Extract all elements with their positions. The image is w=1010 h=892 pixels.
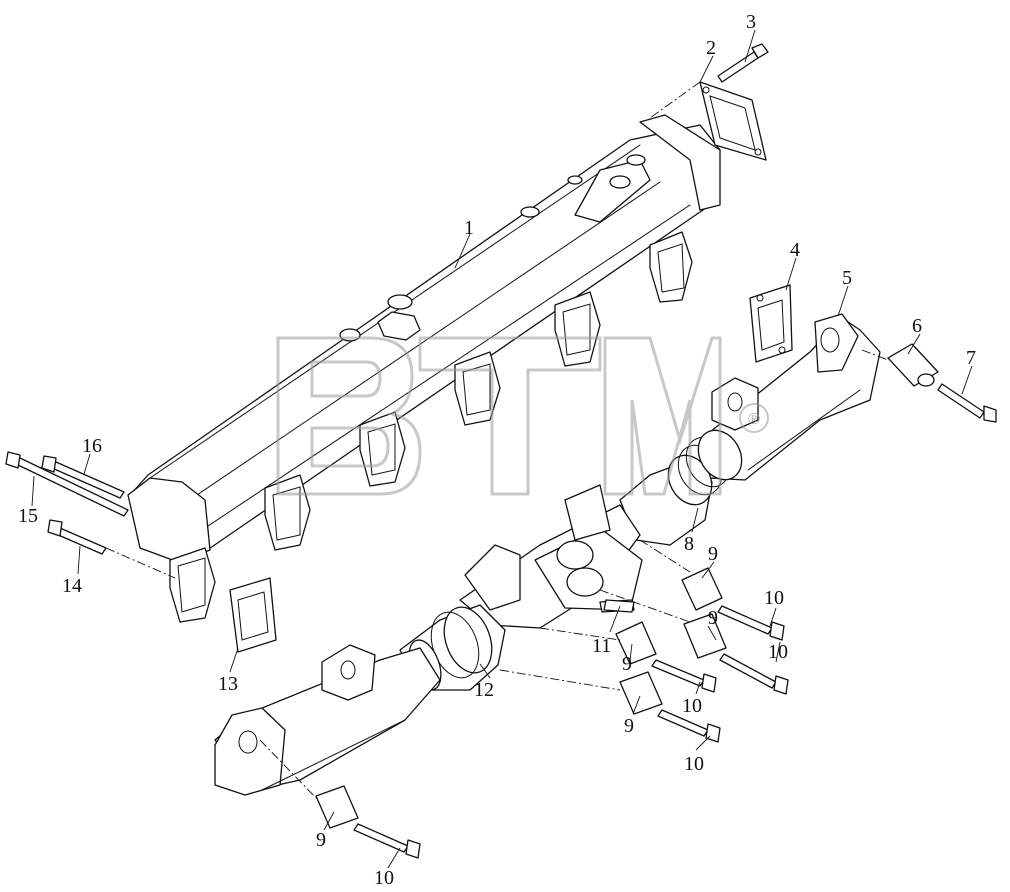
callout-10a: 10: [764, 587, 784, 609]
gasket-13: [229, 577, 277, 653]
bolt-3: [717, 43, 769, 83]
bolt-16: [41, 455, 125, 499]
bolt-15: [5, 451, 129, 517]
callout-6: 6: [912, 315, 922, 337]
callout-7: 7: [966, 347, 976, 369]
callout-10b: 10: [768, 641, 788, 663]
dowel-pin-11: [603, 599, 635, 613]
bolt-7: [937, 383, 997, 423]
gasket-4: [749, 284, 793, 363]
callout-10d: 10: [684, 753, 704, 775]
callout-5: 5: [842, 267, 852, 289]
callout-2: 2: [706, 37, 716, 59]
callout-9d: 9: [624, 715, 634, 737]
callout-9e: 9: [316, 829, 326, 851]
callout-15: 15: [18, 505, 38, 527]
callout-3: 3: [746, 11, 756, 33]
bolts-10: [353, 605, 789, 859]
callout-9a: 9: [708, 543, 718, 565]
callout-11: 11: [592, 635, 611, 657]
spacer-6: [887, 343, 939, 387]
gasket-2: [699, 81, 767, 161]
center-exhaust-manifold: [459, 484, 643, 629]
callout-1: 1: [464, 217, 474, 239]
callout-10e: 10: [374, 867, 394, 889]
bolt-14: [47, 519, 107, 555]
callout-13: 13: [218, 673, 238, 695]
callout-labels: 1 2 3 4 5 6 7 8 9 9 9 9 9 10 10 10 10 10…: [18, 11, 976, 889]
callout-16: 16: [82, 435, 102, 457]
callout-8: 8: [684, 533, 694, 555]
callout-12: 12: [474, 679, 494, 701]
spacers-9: [315, 567, 727, 829]
bellows-joint-8: [619, 429, 743, 546]
callout-14: 14: [62, 575, 82, 597]
leader-lines: [31, 29, 973, 869]
callout-9c: 9: [622, 653, 632, 675]
callout-10c: 10: [682, 695, 702, 717]
callout-9b: 9: [708, 607, 718, 629]
front-exhaust-pipe: [214, 644, 441, 796]
callout-4: 4: [790, 239, 800, 261]
registered-mark: ®: [748, 411, 760, 428]
btm-watermark: ®: [276, 336, 769, 496]
